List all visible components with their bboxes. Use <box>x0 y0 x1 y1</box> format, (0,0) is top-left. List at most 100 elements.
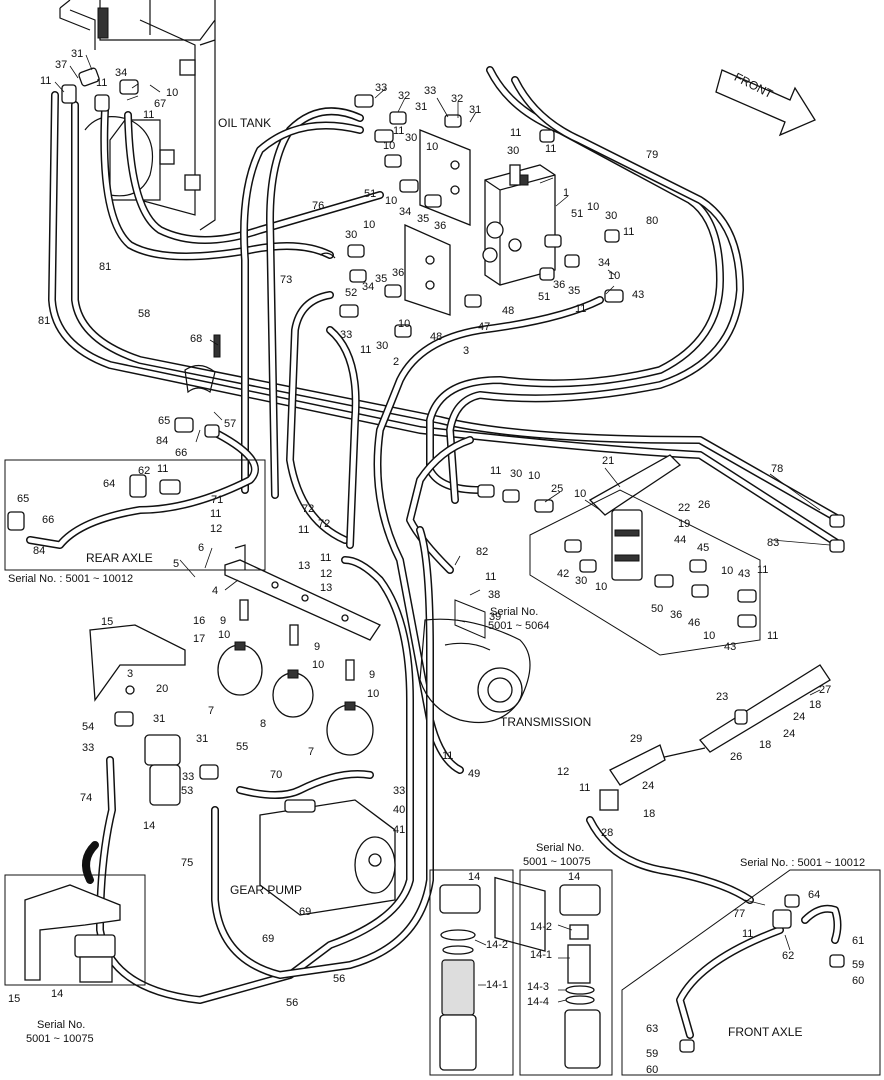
callout-65: 65 <box>17 493 29 505</box>
callout-66: 66 <box>175 447 187 459</box>
filter-inset-serial-line2: 5001 ~ 10075 <box>26 1033 94 1045</box>
callout-10: 10 <box>312 659 324 671</box>
callout-40: 40 <box>393 804 405 816</box>
callout-33: 33 <box>82 742 94 754</box>
callout-51: 51 <box>571 208 583 220</box>
rear-axle-fittings <box>7 417 220 531</box>
filter-box-serial-line1: Serial No. <box>536 842 584 854</box>
callout-34: 34 <box>362 281 374 293</box>
transmission-serial-box <box>454 599 486 639</box>
callout-9: 9 <box>314 641 320 653</box>
callout-69: 69 <box>262 933 274 945</box>
callout-3: 3 <box>463 345 469 357</box>
callout-51: 51 <box>364 188 376 200</box>
callout-83: 83 <box>767 537 779 549</box>
callout-46: 46 <box>688 617 700 629</box>
callout-84: 84 <box>156 435 168 447</box>
control-valve <box>482 164 556 286</box>
oil-tank-label: OIL TANK <box>218 116 271 130</box>
callout-14: 14 <box>468 871 480 883</box>
brake-valve <box>529 454 761 656</box>
callout-11: 11 <box>210 508 221 520</box>
callout-10: 10 <box>398 318 410 330</box>
callout-32: 32 <box>398 90 410 102</box>
transmission <box>419 618 531 724</box>
callout-5: 5 <box>173 558 179 570</box>
callout-26: 26 <box>698 499 710 511</box>
callout-31: 31 <box>71 48 83 60</box>
callout-72: 72 <box>302 503 314 515</box>
callout-62: 62 <box>782 950 794 962</box>
callout-65: 65 <box>158 415 170 427</box>
callout-14-1: 14-1 <box>486 979 508 991</box>
callout-51: 51 <box>538 291 550 303</box>
callout-24: 24 <box>642 780 654 792</box>
callout-70: 70 <box>270 769 282 781</box>
callout-48: 48 <box>502 305 514 317</box>
filter-inset-box <box>4 874 146 986</box>
fittings <box>61 67 845 628</box>
hose-clamps <box>184 252 336 394</box>
callout-11: 11 <box>298 524 309 536</box>
gear-pump <box>259 799 396 916</box>
callout-74: 74 <box>80 792 92 804</box>
callout-33: 33 <box>340 329 352 341</box>
callout-12: 12 <box>557 766 569 778</box>
callout-43: 43 <box>632 289 644 301</box>
callout-43: 43 <box>738 568 750 580</box>
callout-14-3: 14-3 <box>527 981 549 993</box>
callout-75: 75 <box>181 857 193 869</box>
front-axle-box <box>621 869 881 1076</box>
callout-78: 78 <box>771 463 783 475</box>
callout-12: 12 <box>320 568 332 580</box>
callout-17: 17 <box>193 633 205 645</box>
callout-10: 10 <box>608 270 620 282</box>
callout-10: 10 <box>367 688 379 700</box>
front-arrow: FRONT <box>715 69 816 137</box>
callout-60: 60 <box>646 1064 658 1076</box>
line-filter <box>89 624 219 806</box>
rear-axle-serial: Serial No. : 5001 ~ 10012 <box>8 573 133 585</box>
callout-53: 53 <box>181 785 193 797</box>
callout-26: 26 <box>730 751 742 763</box>
callout-11: 11 <box>393 125 404 137</box>
callout-33: 33 <box>375 82 387 94</box>
callout-14-1: 14-1 <box>530 949 552 961</box>
filter-box-serial-line2: 5001 ~ 10075 <box>523 856 591 868</box>
callout-9: 9 <box>369 669 375 681</box>
callout-10: 10 <box>595 581 607 593</box>
callout-10: 10 <box>574 488 586 500</box>
callout-1: 1 <box>563 187 569 199</box>
callout-31: 31 <box>196 733 208 745</box>
callout-10: 10 <box>721 565 733 577</box>
callout-11: 11 <box>442 750 453 762</box>
callout-79: 79 <box>646 149 658 161</box>
callout-39: 39 <box>489 611 501 623</box>
callout-29: 29 <box>630 733 642 745</box>
transmission-label: TRANSMISSION <box>500 715 591 729</box>
callout-25: 25 <box>551 483 563 495</box>
callout-80: 80 <box>646 215 658 227</box>
callout-16: 16 <box>193 615 205 627</box>
callout-11: 11 <box>485 571 496 583</box>
callout-81: 81 <box>99 261 111 273</box>
callout-36: 36 <box>670 609 682 621</box>
callout-54: 54 <box>82 721 94 733</box>
callout-33: 33 <box>393 785 405 797</box>
callout-14: 14 <box>51 988 63 1000</box>
callout-76: 76 <box>312 200 324 212</box>
accumulators <box>217 599 374 756</box>
callout-15: 15 <box>101 616 113 628</box>
callout-30: 30 <box>575 575 587 587</box>
callout-56: 56 <box>333 973 345 985</box>
callout-9: 9 <box>220 615 226 627</box>
front-axle-fittings <box>676 894 845 1053</box>
callout-3: 3 <box>127 668 133 680</box>
callout-36: 36 <box>553 279 565 291</box>
callout-10: 10 <box>587 201 599 213</box>
callout-34: 34 <box>115 67 127 79</box>
callout-24: 24 <box>783 728 795 740</box>
callout-30: 30 <box>405 132 417 144</box>
callout-11: 11 <box>143 109 154 121</box>
callout-11: 11 <box>40 75 51 87</box>
